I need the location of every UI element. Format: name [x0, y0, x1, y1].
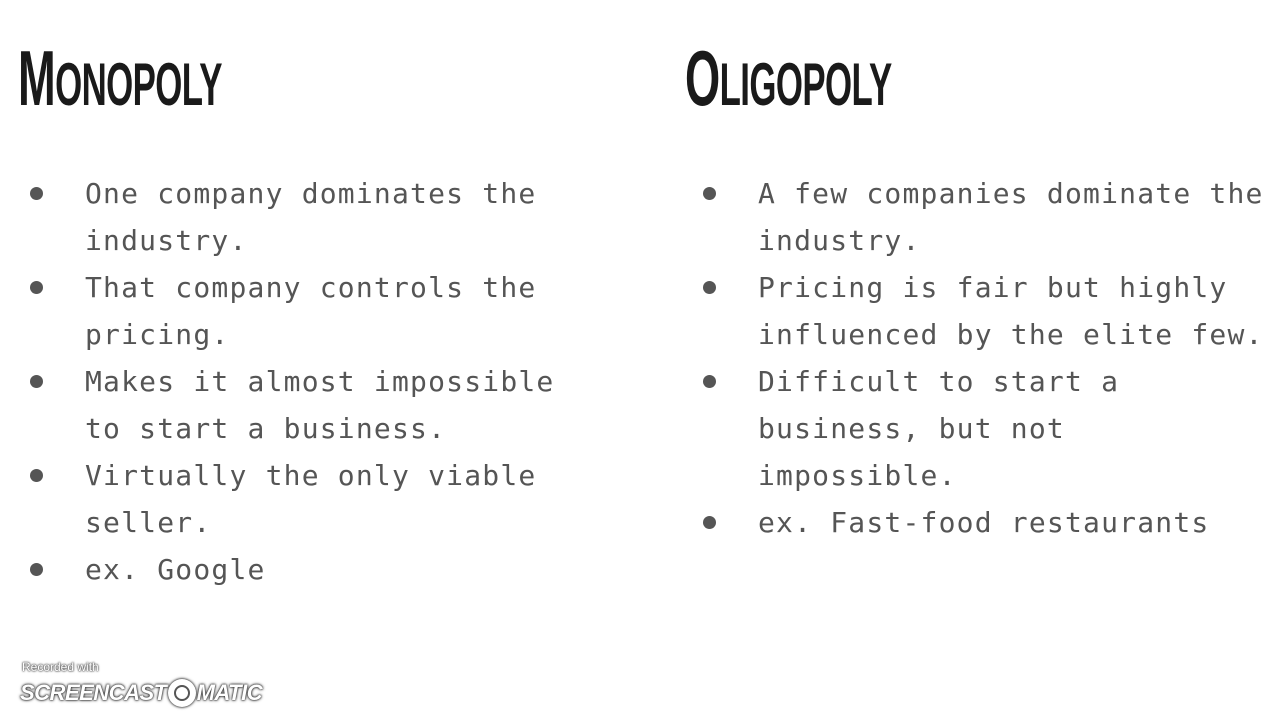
- bullet-dot-icon: [703, 281, 716, 294]
- oligopoly-bullet-list: A few companies dominate the industry. P…: [703, 170, 1273, 546]
- bullet-dot-icon: [30, 563, 43, 576]
- screencast-watermark: Recorded with SCREENCAST MATIC: [20, 660, 263, 710]
- bullet-text: Difficult to start a business, but not i…: [758, 365, 1120, 492]
- list-item: A few companies dominate the industry.: [703, 170, 1273, 264]
- screencast-o-matic-logo: SCREENCAST MATIC: [20, 676, 263, 710]
- bullet-text: That company controls the pricing.: [85, 271, 537, 351]
- list-item: Difficult to start a business, but not i…: [703, 358, 1273, 499]
- bullet-dot-icon: [30, 469, 43, 482]
- list-item: ex. Google: [30, 546, 570, 593]
- bullet-text: Makes it almost impossible to start a bu…: [85, 365, 555, 445]
- brand-text-left: SCREENCAST: [20, 680, 167, 705]
- oligopoly-title-initial: O: [685, 34, 720, 122]
- bullet-dot-icon: [703, 187, 716, 200]
- monopoly-title: MONOPOLY: [18, 38, 222, 125]
- list-item: Pricing is fair but highly influenced by…: [703, 264, 1273, 358]
- monopoly-title-rest: ONOPOLY: [55, 51, 222, 118]
- monopoly-title-initial: M: [18, 34, 56, 122]
- bullet-text: One company dominates the industry.: [85, 177, 537, 257]
- bullet-dot-icon: [30, 187, 43, 200]
- bullet-text: ex. Fast-food restaurants: [758, 506, 1210, 539]
- bullet-dot-icon: [30, 281, 43, 294]
- oligopoly-title-rest: LIGOPOLY: [719, 51, 893, 118]
- bullet-dot-icon: [30, 375, 43, 388]
- list-item: One company dominates the industry.: [30, 170, 570, 264]
- list-item: Virtually the only viable seller.: [30, 452, 570, 546]
- brand-text-right: MATIC: [196, 680, 263, 705]
- list-item: Makes it almost impossible to start a bu…: [30, 358, 570, 452]
- monopoly-bullet-list: One company dominates the industry. That…: [30, 170, 570, 593]
- bullet-dot-icon: [703, 375, 716, 388]
- list-item: That company controls the pricing.: [30, 264, 570, 358]
- record-circle-icon: [167, 679, 196, 707]
- bullet-text: ex. Google: [85, 553, 266, 586]
- oligopoly-title: OLIGOPOLY: [685, 38, 892, 125]
- list-item: ex. Fast-food restaurants: [703, 499, 1273, 546]
- bullet-text: Virtually the only viable seller.: [85, 459, 537, 539]
- bullet-text: A few companies dominate the industry.: [758, 177, 1264, 257]
- bullet-text: Pricing is fair but highly influenced by…: [758, 271, 1264, 351]
- recorded-with-label: Recorded with: [22, 660, 99, 674]
- bullet-dot-icon: [703, 516, 716, 529]
